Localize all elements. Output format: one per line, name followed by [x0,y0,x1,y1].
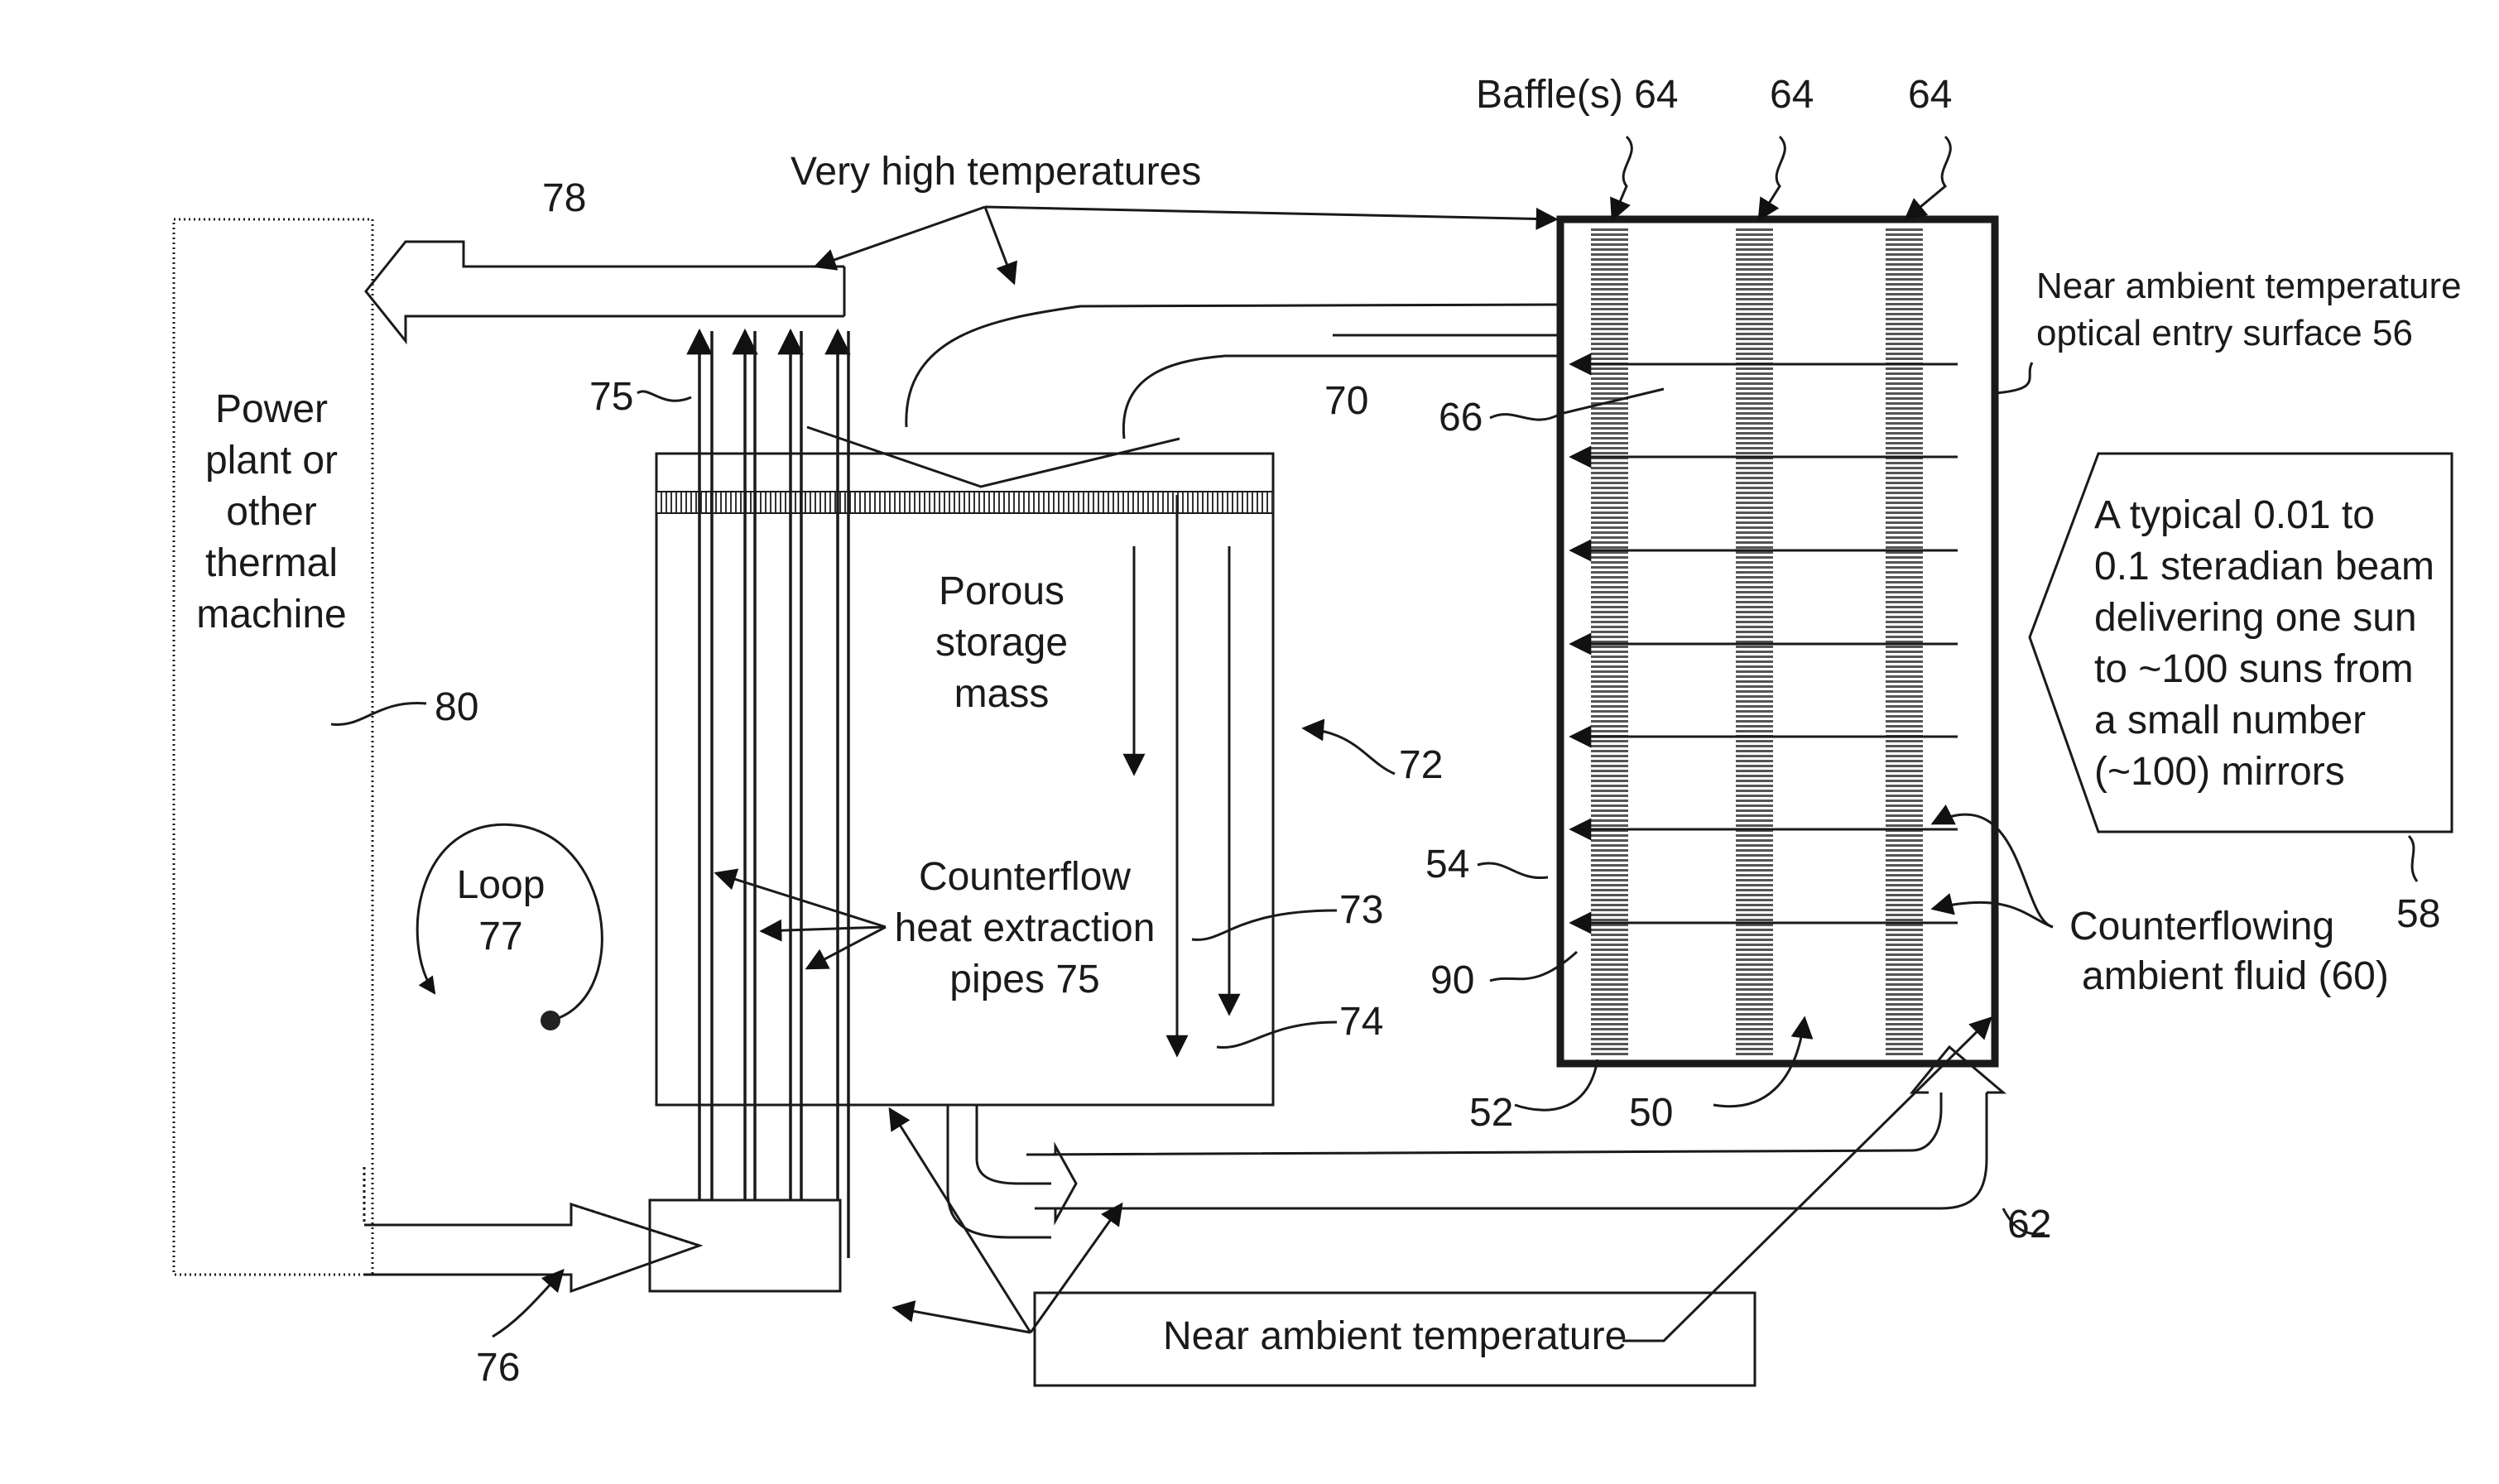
label-ref-52: 52 [1469,1091,1513,1135]
label-ref-54: 54 [1425,843,1469,886]
label-ref-58: 58 [2396,892,2440,936]
label-counterflow-3: pipes 75 [949,958,1099,1001]
power-plant-box [174,219,372,1275]
label-beam-1: A typical 0.01 to [2094,493,2375,537]
label-ref-80: 80 [435,685,478,729]
label-counterflow-1: Counterflow [919,855,1131,899]
label-near-ambient: Near ambient temperature [1163,1314,1627,1358]
storage-top-hatch [656,492,1273,513]
label-storage-3: mass [954,672,1050,716]
label-beam-5: a small number [2094,699,2366,742]
label-baffles-64: Baffle(s) 64 [1476,73,1679,117]
baffle-64a [1591,228,1628,1055]
label-ref-78: 78 [542,176,586,220]
label-baffle-64b: 64 [1770,73,1814,117]
label-counterflowing-1: Counterflowing [2069,905,2334,949]
label-counterflow-2: heat extraction [895,906,1156,950]
storage-mass-box [656,454,1273,1105]
bottom-manifold [650,1200,840,1291]
baffle-64b [1736,228,1773,1055]
baffle-64c [1886,228,1923,1055]
label-loop-77: 77 [478,915,522,958]
label-ref-70: 70 [1324,379,1368,423]
label-ref-73: 73 [1339,888,1383,932]
label-entry-surface-1: Near ambient temperature [2036,266,2462,306]
label-storage-2: storage [935,621,1068,665]
label-beam-2: 0.1 steradian beam [2094,545,2434,588]
label-ref-90: 90 [1430,958,1474,1002]
label-ref-50: 50 [1629,1091,1673,1135]
label-power-plant-4: thermal [205,541,338,585]
label-ref-66: 66 [1439,396,1483,439]
label-power-plant-2: plant or [205,439,338,483]
label-storage-1: Porous [939,569,1064,613]
label-beam-4: to ~100 suns from [2094,647,2414,691]
label-ref-62: 62 [2007,1203,2051,1246]
label-baffle-64c: 64 [1908,73,1952,117]
label-ref-74: 74 [1339,1000,1383,1044]
label-power-plant-5: machine [196,593,346,636]
label-beam-6: (~100) mirrors [2094,750,2345,794]
hot-outlet-duct-78 [366,242,844,341]
label-power-plant-1: Power [215,387,328,431]
label-loop: Loop [457,863,545,907]
label-ref-72: 72 [1399,743,1443,787]
label-beam-3: delivering one sun [2094,596,2417,640]
label-power-plant-3: other [226,490,316,534]
label-ref-75-top: 75 [589,375,633,419]
label-entry-surface-2: optical entry surface 56 [2036,313,2413,353]
label-ref-76: 76 [476,1346,520,1390]
label-counterflowing-2: ambient fluid (60) [2082,954,2389,998]
label-very-high-temperatures: Very high temperatures [791,150,1201,194]
downflow-arrows [1134,495,1229,1055]
cold-return-duct-62 [948,1105,1051,1237]
text-labels: Baffle(s) 64 64 64 Very high temperature… [196,73,2461,1390]
heat-extraction-pipes-75 [699,331,848,1258]
